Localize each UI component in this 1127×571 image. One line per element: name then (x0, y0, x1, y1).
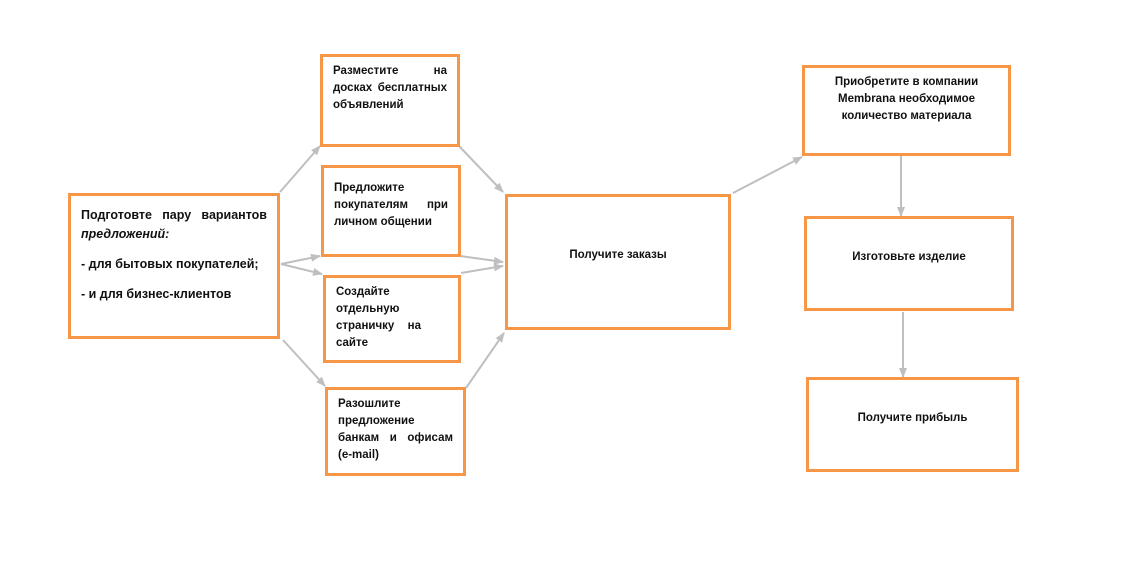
box-buy-material: Приобретите в компании Membrana необходи… (802, 65, 1011, 156)
boards-text: Разместите на досках бесплатных объявлен… (333, 65, 447, 111)
arrow-prepare-to-email (282, 339, 326, 387)
arrow-website-to-orders (460, 263, 504, 274)
prepare-item-business: - и для бизнес-клиентов (81, 287, 232, 301)
profit-text: Получите прибыль (857, 412, 968, 424)
box-email: Разошлите предложение банкам и офисам (e… (325, 387, 466, 476)
box-website: Создайте отдельную страничку на сайте (323, 275, 461, 363)
arrow-personal-to-orders (459, 255, 504, 265)
arrow-boards-to-orders (458, 145, 504, 193)
prepare-item-household: - для бытовых покупателей; (81, 257, 259, 271)
personal-text: Предложите покупателям при личном общени… (334, 182, 448, 228)
arrow-orders-to-buy (732, 156, 803, 194)
box-personal: Предложите покупателям при личном общени… (321, 165, 461, 257)
buy-line-3: количество материала (841, 110, 972, 122)
arrow-prepare-to-boards (279, 145, 321, 193)
buy-line-1: Приобретите в компании (834, 76, 979, 88)
prepare-subtitle: предложений: (81, 227, 170, 241)
website-text: Создайте отдельную страничку на сайте (336, 286, 421, 349)
make-text: Изготовьте изделие (852, 251, 966, 263)
arrow-email-to-orders (465, 332, 505, 389)
email-text: Разошлите предложение банкам и офисам (e… (338, 398, 453, 461)
buy-line-2: Membrana необходимое (837, 93, 976, 105)
box-make-product: Изготовьте изделие (804, 216, 1014, 311)
arrow-prepare-to-website (280, 263, 323, 276)
box-prepare-offers: Подготовте пару вариантов предложений: -… (68, 193, 280, 339)
arrow-prepare-to-personal (280, 253, 321, 265)
prepare-title: Подготовте пару вариантов (81, 208, 267, 222)
box-profit: Получите прибыль (806, 377, 1019, 472)
box-orders: Получите заказы (505, 194, 731, 330)
orders-text: Получите заказы (569, 249, 667, 261)
box-free-boards: Разместите на досках бесплатных объявлен… (320, 54, 460, 147)
